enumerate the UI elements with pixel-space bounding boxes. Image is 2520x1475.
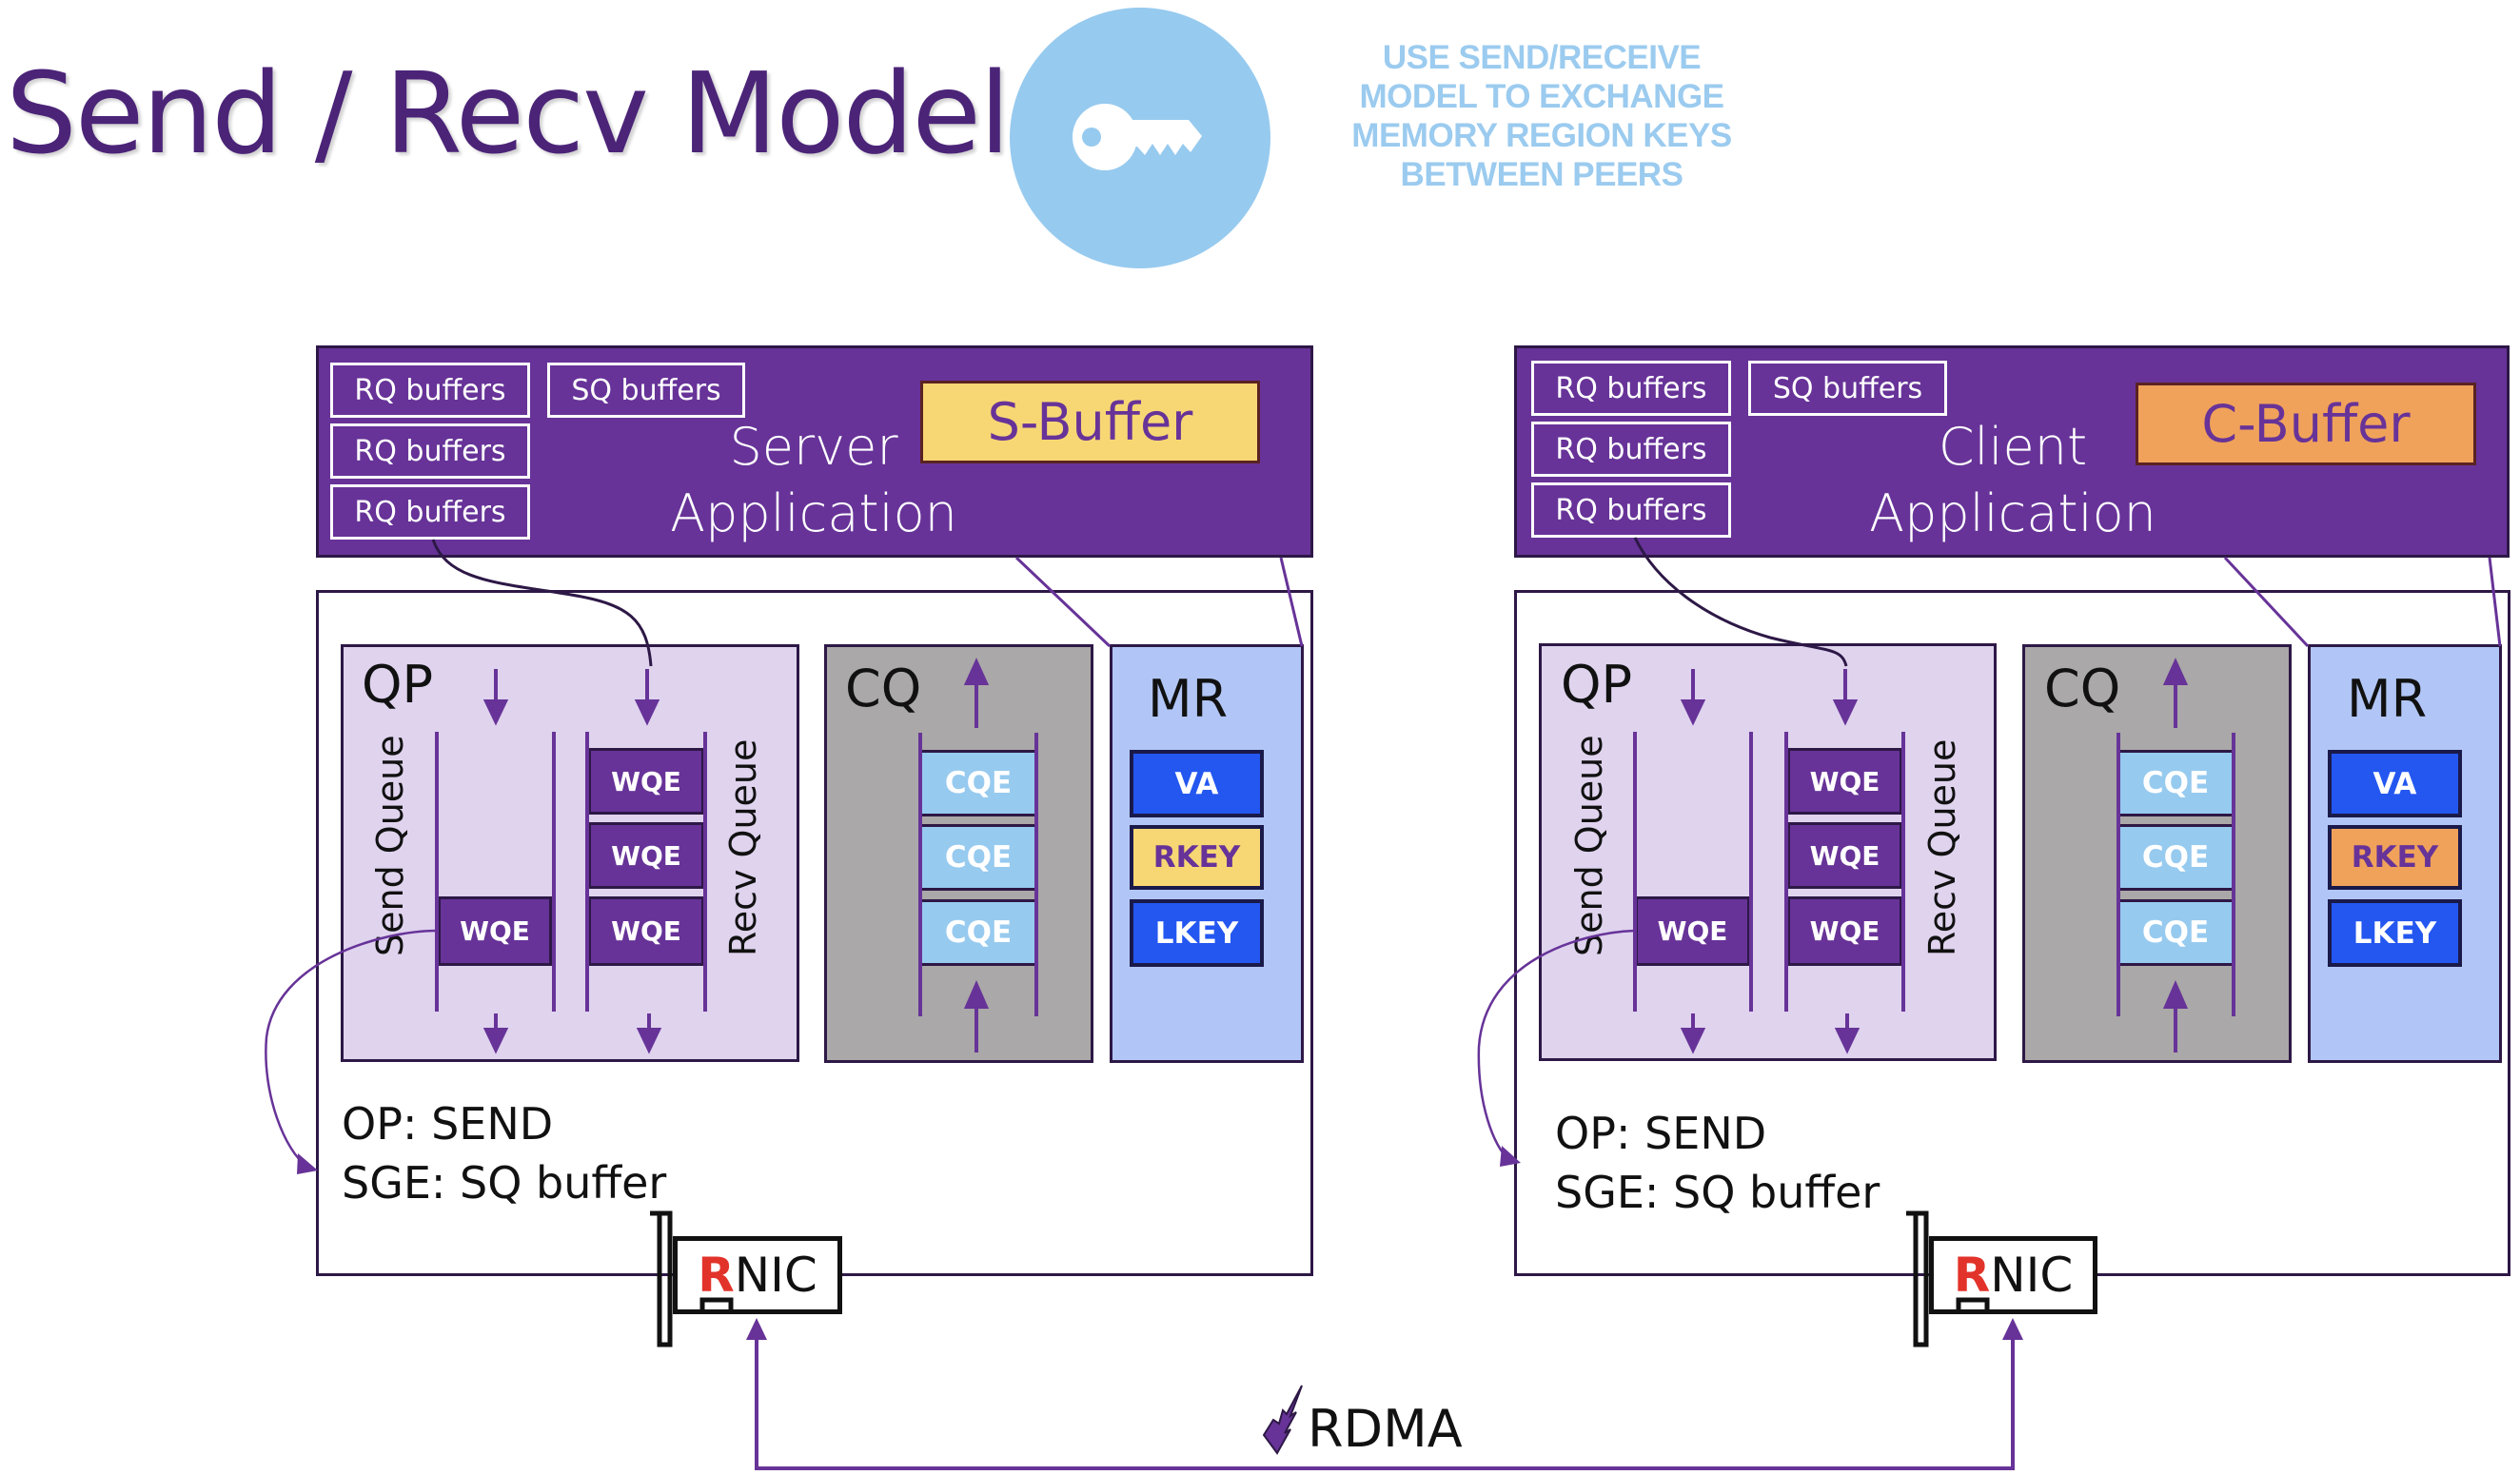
client-rq-buffer[interactable]: RQ buffers (1531, 361, 1731, 416)
arrow-up-icon (746, 1318, 767, 1340)
client-cqe[interactable]: CQE (2118, 899, 2233, 966)
server-recv-wqe[interactable]: WQE (588, 822, 704, 889)
rnic-label: NIC (734, 1248, 817, 1303)
client-va[interactable]: VA (2328, 750, 2462, 817)
server-va[interactable]: VA (1130, 750, 1264, 817)
server-sge: SGE: SQ buffer (342, 1157, 667, 1209)
client-mr-title: MR (2347, 669, 2428, 729)
server-rq-buffer[interactable]: RQ buffers (330, 423, 530, 479)
rnic-label: NIC (1990, 1248, 2074, 1303)
client-c-buffer[interactable]: C-Buffer (2136, 383, 2476, 465)
client-send-queue-label: Send Queue (1568, 735, 1610, 956)
server-sq-buffer[interactable]: SQ buffers (547, 363, 745, 418)
client-recv-wqe[interactable]: WQE (1787, 822, 1902, 889)
client-sge: SGE: SQ buffer (1555, 1167, 1880, 1218)
server-s-buffer[interactable]: S-Buffer (920, 381, 1260, 463)
key-badge (1010, 8, 1270, 268)
server-cqe[interactable]: CQE (921, 750, 1035, 816)
client-recv-wqe[interactable]: WQE (1787, 896, 1902, 966)
server-rkey[interactable]: RKEY (1130, 825, 1264, 890)
page-title: Send / Recv Model (6, 48, 1011, 179)
arrow-up-icon (2002, 1318, 2023, 1340)
arrow-icon (297, 1153, 318, 1174)
server-recv-wqe[interactable]: WQE (588, 748, 704, 815)
server-cqe[interactable]: CQE (921, 824, 1035, 891)
server-rq-buffer[interactable]: RQ buffers (330, 484, 530, 540)
client-sq-buffer[interactable]: SQ buffers (1748, 361, 1947, 416)
client-rq-buffer[interactable]: RQ buffers (1531, 482, 1731, 538)
client-cqe[interactable]: CQE (2118, 750, 2233, 816)
client-rq-buffer[interactable]: RQ buffers (1531, 422, 1731, 477)
client-cq-title: CQ (2044, 659, 2121, 718)
client-op: OP: SEND (1555, 1108, 1767, 1159)
server-app-label: Server (729, 417, 898, 477)
note-text: USE SEND/RECEIVE MODEL TO EXCHANGE MEMOR… (1294, 38, 1789, 194)
server-cqe[interactable]: CQE (921, 899, 1035, 966)
client-app-label: Application (1869, 483, 2156, 543)
server-recv-wqe[interactable]: WQE (588, 896, 704, 966)
server-mr-title: MR (1148, 669, 1229, 729)
server-rq-buffer[interactable]: RQ buffers (330, 363, 530, 418)
server-cq-title: CQ (845, 659, 922, 718)
client-send-wqe[interactable]: WQE (1635, 896, 1750, 966)
client-cqe[interactable]: CQE (2118, 824, 2233, 891)
client-recv-wqe[interactable]: WQE (1787, 748, 1902, 815)
note-line: MODEL TO EXCHANGE (1359, 78, 1724, 115)
server-send-wqe[interactable]: WQE (438, 896, 552, 966)
server-app-label: Application (670, 483, 957, 543)
client-qp-title: QP (1561, 655, 1633, 715)
note-line: MEMORY REGION KEYS (1351, 117, 1732, 154)
server-lkey[interactable]: LKEY (1130, 899, 1264, 967)
server-recv-queue-label: Recv Queue (722, 738, 764, 956)
server-send-queue-label: Send Queue (369, 735, 411, 956)
key-icon (1073, 104, 1202, 170)
rnic-r: R (698, 1248, 735, 1303)
note-line: USE SEND/RECEIVE (1382, 39, 1702, 76)
client-rkey[interactable]: RKEY (2328, 825, 2462, 890)
client-app-label: Client (1938, 417, 2088, 477)
server-op: OP: SEND (342, 1098, 554, 1150)
lightning-icon (1262, 1385, 1303, 1455)
server-qp-title: QP (362, 655, 434, 715)
client-recv-queue-label: Recv Queue (1921, 738, 1963, 956)
client-lkey[interactable]: LKEY (2328, 899, 2462, 967)
rnic-r: R (1953, 1248, 1991, 1303)
note-line: BETWEEN PEERS (1400, 156, 1683, 193)
rdma-label: RDMA (1308, 1399, 1463, 1459)
